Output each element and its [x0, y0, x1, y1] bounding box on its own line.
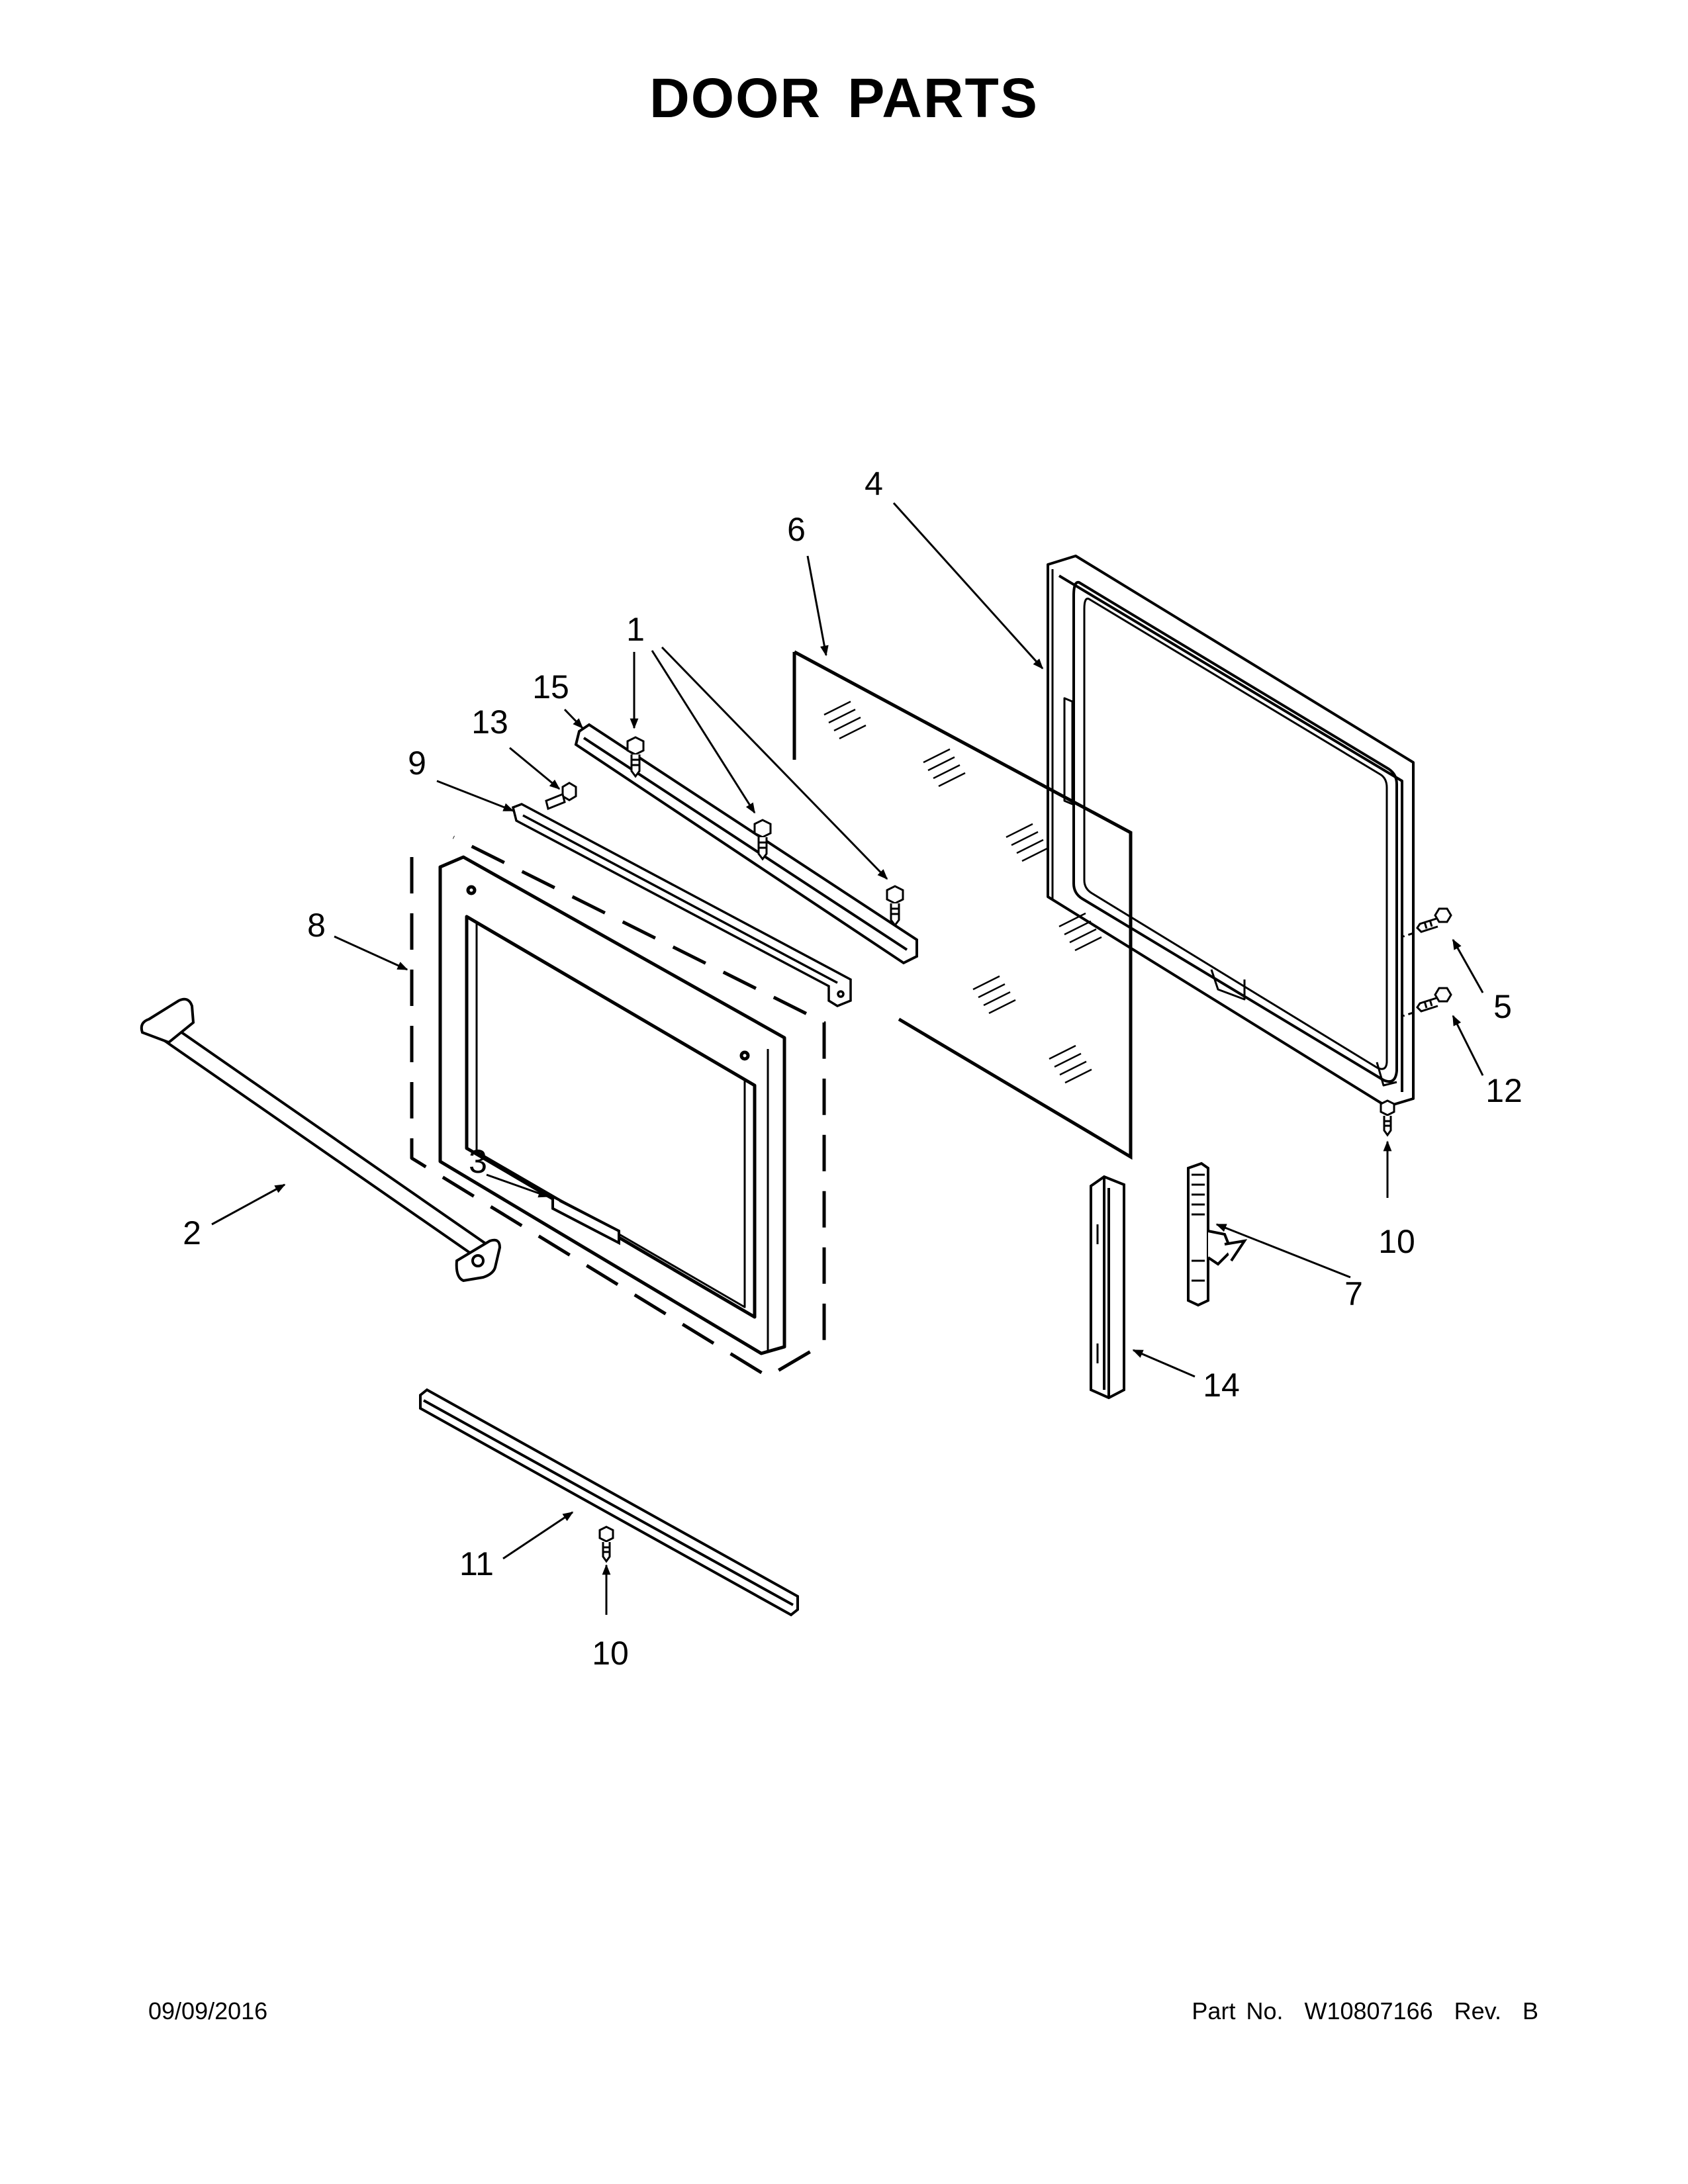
callout-6: 6 — [787, 511, 806, 548]
part-1-screws — [626, 736, 904, 927]
part-2-door-handle — [140, 997, 502, 1283]
callout-12: 12 — [1485, 1072, 1523, 1109]
part-12-screw — [1416, 987, 1452, 1013]
part-3-trim — [551, 1194, 620, 1246]
part-10-screw-bottom — [598, 1525, 614, 1563]
part-6-door-glass — [792, 650, 1133, 1160]
leader-lines — [211, 502, 1484, 1615]
callout-5: 5 — [1493, 988, 1512, 1025]
callout-labels: 1 2 3 4 5 6 7 8 9 10 10 11 12 13 14 15 — [183, 465, 1523, 1672]
part-10-screw-right — [1380, 1099, 1395, 1137]
callout-9: 9 — [408, 745, 426, 782]
callout-11: 11 — [459, 1545, 494, 1582]
part-5-screw — [1416, 907, 1452, 933]
page-title: DOOR PARTS — [649, 67, 1039, 129]
part-13-screw — [545, 782, 577, 811]
footer-date: 09/09/2016 — [148, 1997, 268, 2025]
part-9-bracket — [511, 803, 852, 1007]
footer-part-number: Part No. W10807166 Rev. B — [1192, 1997, 1538, 2025]
callout-8: 8 — [307, 907, 326, 944]
part-14-hinge-channel — [1090, 1175, 1125, 1400]
callout-13: 13 — [471, 704, 508, 741]
callout-7: 7 — [1344, 1275, 1363, 1312]
part-8-outer-door-panel — [410, 835, 826, 1379]
part-11-vent-strip — [419, 1388, 799, 1617]
callout-10-bottom: 10 — [592, 1635, 629, 1672]
part-4-inner-door-liner — [1047, 555, 1415, 1108]
part-7-hinge — [1187, 1161, 1248, 1307]
callout-15: 15 — [532, 668, 569, 705]
callout-14: 14 — [1203, 1367, 1240, 1404]
callout-3: 3 — [469, 1143, 487, 1180]
callout-10-right: 10 — [1378, 1223, 1415, 1260]
callout-4: 4 — [865, 465, 883, 502]
callout-2: 2 — [183, 1214, 201, 1251]
callout-1: 1 — [626, 611, 645, 648]
